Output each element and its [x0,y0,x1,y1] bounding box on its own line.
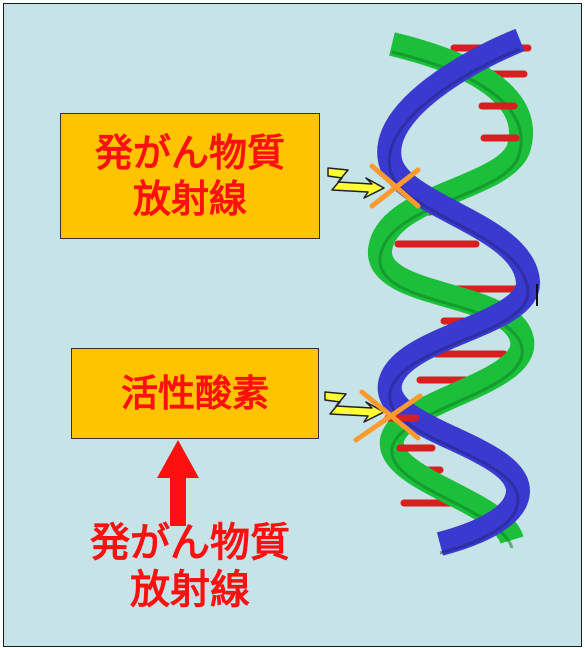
carcinogen-radiation-box: 発がん物質 放射線 [60,113,320,239]
dna-double-helix-icon [368,28,540,556]
box-line-radiation: 放射線 [132,177,247,221]
x-cross-mark-icon [353,389,423,443]
lightning-zigzag-icon [327,167,385,199]
box-line-carcinogen: 発がん物質 [94,130,285,175]
dna-strand-blue-shade [387,47,530,555]
lightning-zigzag-icon [324,391,385,423]
cause-line-radiation: 放射線 [130,567,250,614]
reactive-oxygen-box: 活性酸素 [71,348,319,439]
x-cross-mark-icon [369,163,421,209]
dna-strand-green-shade [378,50,524,549]
cause-line-carcinogen: 発がん物質 [90,520,290,566]
red-up-arrow-icon [157,440,199,526]
box-label-reactive-oxygen: 活性酸素 [121,371,269,415]
cause-label: 発がん物質 放射線 [40,520,340,614]
